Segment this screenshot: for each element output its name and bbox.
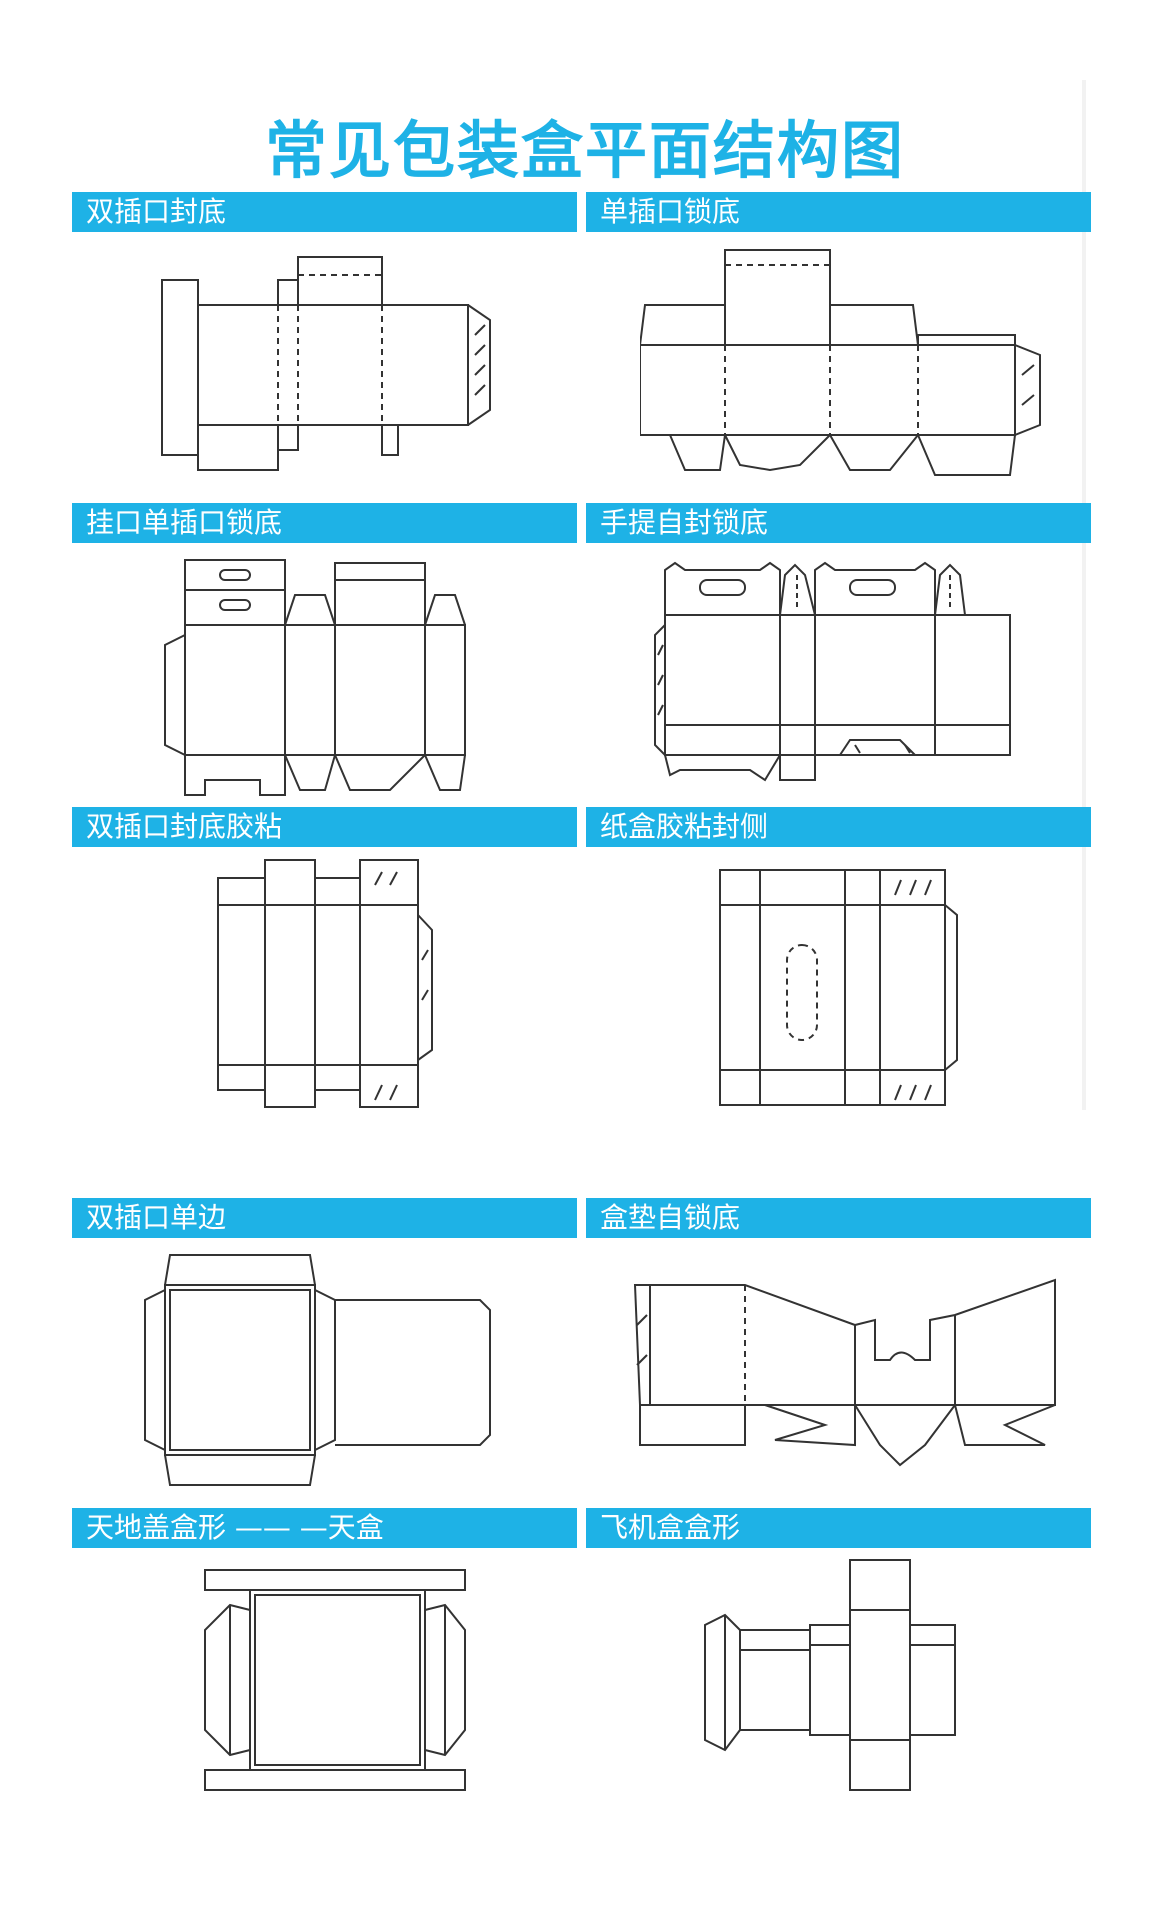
dieline-mailer-box [700, 1550, 980, 1800]
section-header-1: 双插口封底 [72, 192, 577, 232]
dieline-glued-side-seal [715, 860, 975, 1110]
page-edge-line [1082, 80, 1086, 1110]
dieline-double-tuck-sealed-bottom [150, 245, 520, 475]
section-header-2: 单插口锁底 [586, 192, 1091, 232]
dieline-double-tuck-glued-bottom [200, 850, 440, 1110]
section-header-8: 盒垫自锁底 [586, 1198, 1091, 1238]
section-header-6: 纸盒胶粘封侧 [586, 807, 1091, 847]
dieline-lid-and-base-box [195, 1560, 475, 1800]
section-header-4: 手提自封锁底 [586, 503, 1091, 543]
section-header-9: 天地盖盒形 —— —天盒 [72, 1508, 577, 1548]
section-header-3: 挂口单插口锁底 [72, 503, 577, 543]
section-header-10: 飞机盒盒形 [586, 1508, 1091, 1548]
dieline-hang-tab-lock-bottom [150, 555, 520, 805]
dieline-handle-self-lock-bottom [650, 555, 1040, 795]
section-header-7: 双插口单边 [72, 1198, 577, 1238]
dieline-double-tuck-single-side [140, 1245, 510, 1495]
section-header-5: 双插口封底胶粘 [72, 807, 577, 847]
dieline-single-tuck-lock-bottom [640, 245, 1050, 485]
page-title: 常见包装盒平面结构图 [264, 114, 905, 187]
dieline-tray-self-lock-bottom [625, 1265, 1065, 1485]
